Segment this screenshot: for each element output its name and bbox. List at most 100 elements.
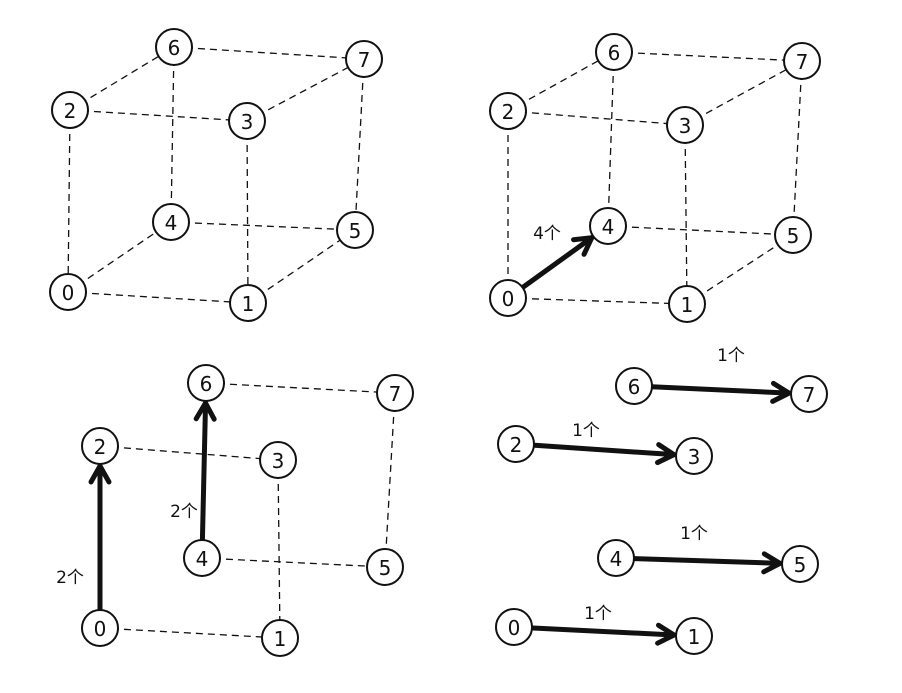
node-5: 5: [774, 216, 812, 254]
node-0: 0: [495, 608, 533, 646]
node-4: 4: [597, 539, 635, 577]
node-label: 0: [508, 616, 521, 640]
edge-1-5: [686, 234, 794, 305]
node-6: 6: [615, 367, 653, 405]
node-label: 1: [242, 292, 255, 316]
node-circle: [345, 40, 383, 78]
edge-6-4: [607, 51, 615, 227]
node-label: 6: [628, 375, 641, 399]
node-label: 3: [688, 445, 701, 469]
node-circle: [49, 273, 87, 311]
edge-3-1: [684, 124, 688, 305]
node-7: 7: [345, 40, 383, 78]
edge-3-7: [684, 60, 803, 126]
node-2: 2: [51, 91, 89, 129]
node-label: 7: [389, 382, 402, 406]
node-circle: [781, 545, 819, 583]
node-label: 2: [64, 99, 77, 123]
node-circle: [259, 441, 297, 479]
node-label: 4: [610, 547, 623, 571]
edge-3-1: [277, 459, 281, 639]
node-label: 5: [794, 553, 807, 577]
node-circle: [589, 207, 627, 245]
arrowhead-0-4: [571, 235, 595, 257]
node-label: 6: [200, 372, 213, 396]
edge-6-4: [170, 46, 175, 223]
arrow-6-7: [635, 383, 792, 396]
node-0: 0: [489, 279, 527, 317]
arrow-2-3: [517, 441, 677, 458]
node-label: 0: [502, 287, 515, 311]
arrow-label-2-3: 1个: [572, 421, 600, 441]
node-circle: [595, 33, 633, 71]
arrow-0-4: [508, 235, 595, 299]
arrowhead-6-7: [770, 380, 792, 404]
edge-7-5: [792, 60, 803, 236]
node-label: 4: [165, 211, 178, 235]
edge-3-1: [246, 120, 249, 304]
node-0: 0: [49, 273, 87, 311]
node-circle: [666, 106, 704, 144]
node-label: 1: [681, 293, 694, 317]
node-label: 6: [168, 36, 181, 60]
node-circle: [229, 284, 267, 322]
edge-0-1: [507, 297, 688, 305]
arrow-4-6: [199, 400, 209, 557]
node-3: 3: [675, 437, 713, 475]
node-2: 2: [81, 427, 119, 465]
node-circle: [675, 437, 713, 475]
node-circle: [668, 285, 706, 323]
node-circle: [155, 28, 193, 66]
node-label: 4: [602, 215, 615, 239]
node-circle: [489, 279, 527, 317]
node-1: 1: [261, 619, 299, 657]
node-label: 2: [510, 433, 523, 457]
node-circle: [261, 619, 299, 657]
node-circle: [183, 539, 221, 577]
node-4: 4: [152, 203, 190, 241]
edge-7-5: [384, 392, 396, 568]
arrow-label-4-5: 1个: [680, 524, 708, 544]
node-label: 0: [62, 281, 75, 305]
node-1: 1: [668, 285, 706, 323]
arrow-label-4-6: 2个: [170, 502, 198, 522]
node-label: 1: [688, 625, 701, 649]
node-0: 0: [81, 609, 119, 647]
node-5: 5: [336, 211, 374, 249]
node-label: 7: [796, 50, 809, 74]
edge-7-5: [354, 58, 365, 231]
node-label: 0: [94, 617, 107, 641]
node-2: 2: [489, 92, 527, 130]
edge-2-3: [99, 445, 279, 461]
node-label: 5: [379, 556, 392, 580]
node-label: 3: [241, 110, 254, 134]
node-circle: [675, 617, 713, 655]
edge-3-7: [246, 58, 365, 122]
arrowhead-4-6: [193, 400, 217, 422]
node-circle: [495, 608, 533, 646]
node-label: 4: [196, 547, 209, 571]
node-circle: [81, 427, 119, 465]
arrowhead-4-5: [761, 551, 783, 575]
node-label: 5: [787, 224, 800, 248]
node-7: 7: [783, 42, 821, 80]
node-4: 4: [183, 539, 221, 577]
node-6: 6: [595, 33, 633, 71]
node-circle: [615, 367, 653, 405]
edge-1-5: [247, 229, 356, 304]
edge-0-4: [67, 221, 172, 293]
node-3: 3: [259, 441, 297, 479]
arrowhead-0-1: [655, 622, 677, 646]
node-3: 3: [228, 102, 266, 140]
node-circle: [336, 211, 374, 249]
node-3: 3: [666, 106, 704, 144]
edge-4-5: [170, 221, 356, 231]
node-6: 6: [187, 364, 225, 402]
arrow-4-5: [617, 555, 783, 566]
node-5: 5: [781, 545, 819, 583]
node-circle: [774, 216, 812, 254]
edge-4-5: [201, 557, 386, 568]
node-circle: [81, 609, 119, 647]
